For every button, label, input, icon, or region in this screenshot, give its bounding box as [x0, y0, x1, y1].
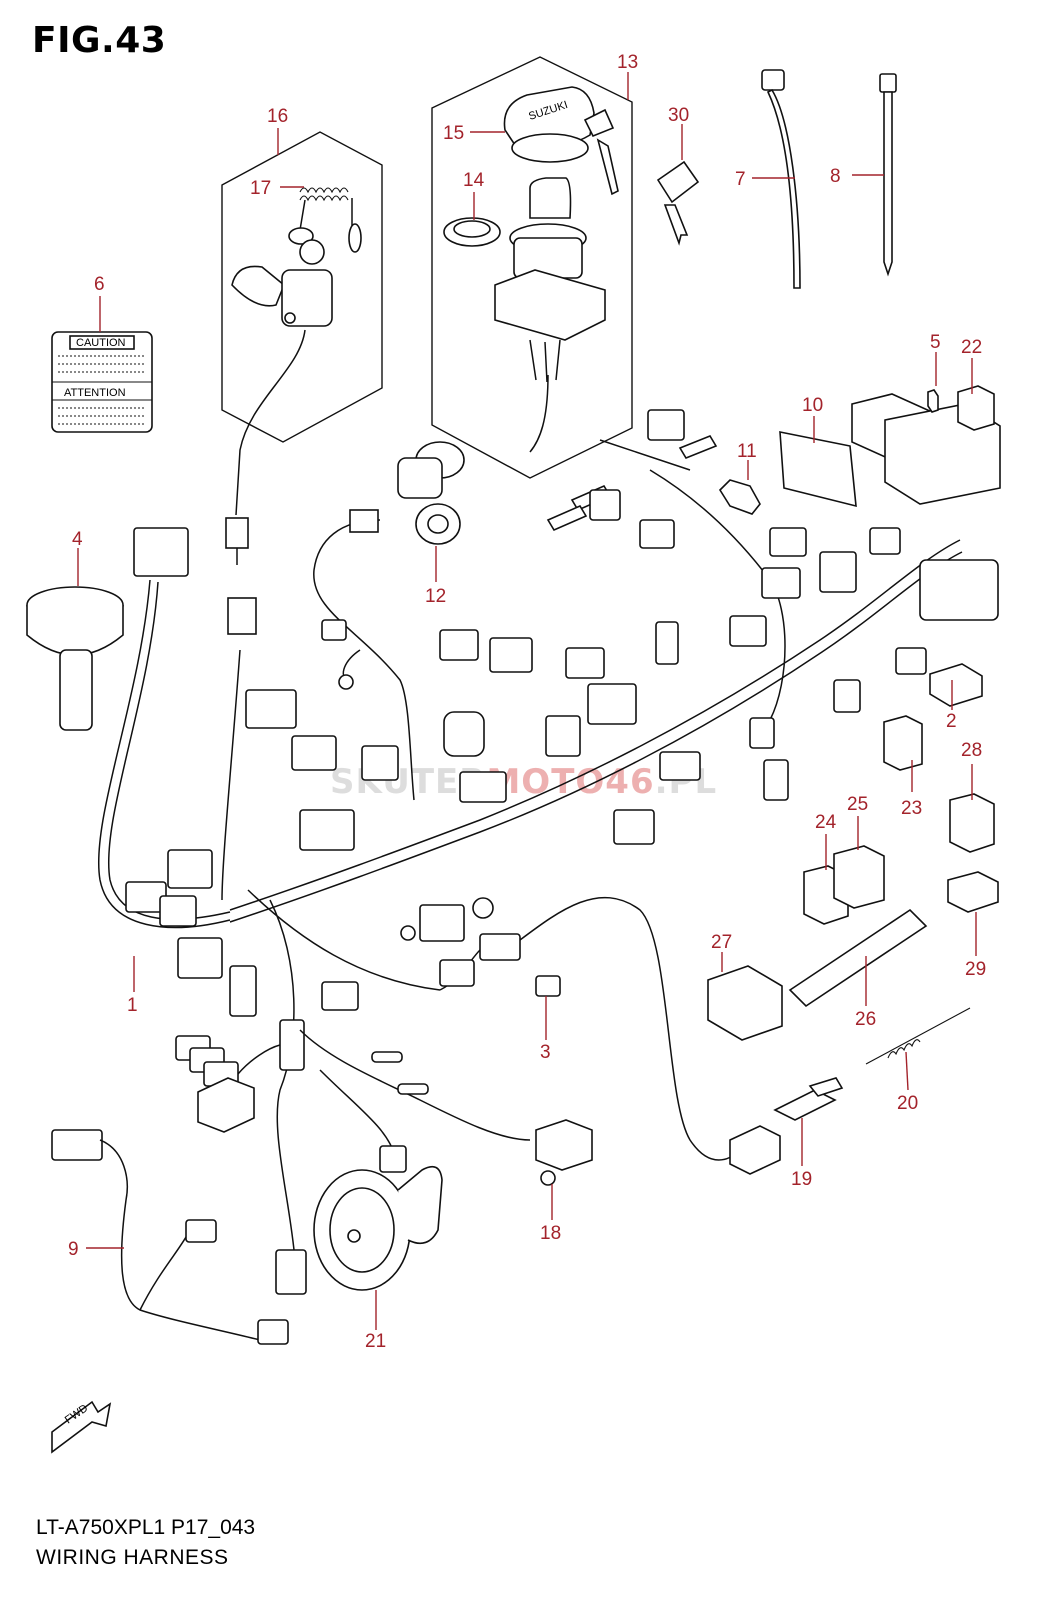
figure-code: LT-A750XPL1 P17_043	[36, 1516, 256, 1539]
leader-lines	[77, 72, 977, 1330]
callout-23: 23	[901, 798, 922, 819]
callout-8: 8	[830, 166, 841, 187]
callout-17: 17	[250, 178, 271, 199]
callout-24: 24	[815, 812, 837, 833]
callout-7: 7	[735, 169, 746, 190]
callout-4: 4	[72, 529, 83, 550]
callout-14: 14	[463, 170, 485, 191]
callout-29: 29	[965, 959, 986, 980]
group-16-box	[221, 131, 383, 565]
callout-26: 26	[855, 1009, 876, 1030]
callout-21: 21	[365, 1331, 386, 1352]
callout-27: 27	[711, 932, 732, 953]
decal-6: CAUTION ATTENTION	[51, 331, 153, 433]
parts-23-29	[707, 663, 999, 1041]
callout-19: 19	[791, 1169, 812, 1190]
callout-20: 20	[897, 1093, 918, 1114]
key-30	[656, 160, 700, 246]
callout-3: 3	[540, 1042, 551, 1063]
sensor-19	[729, 1077, 844, 1175]
fuse-box	[718, 385, 1001, 515]
callout-5: 5	[930, 332, 941, 353]
decal-attention-text: ATTENTION	[64, 387, 126, 399]
boot-4	[26, 586, 124, 731]
fwd-arrow: FWD	[51, 1400, 112, 1454]
callout-10: 10	[802, 395, 823, 416]
figure-name: WIRING HARNESS	[36, 1546, 229, 1569]
main-harness-1	[98, 409, 999, 1295]
group-13-box: SUZUKI	[431, 56, 633, 479]
callout-30: 30	[668, 105, 689, 126]
spring-20	[865, 1007, 971, 1065]
figure-title: FIG.43	[32, 20, 167, 61]
socket-12	[397, 441, 465, 545]
switch-18	[535, 1119, 593, 1186]
cable-tie-7	[761, 69, 801, 289]
callout-22: 22	[961, 337, 982, 358]
cable-tie-8	[879, 73, 897, 277]
callout-12: 12	[425, 586, 446, 607]
sub-harness-9	[51, 1129, 289, 1345]
callout-6: 6	[94, 274, 105, 295]
horn-21	[313, 1165, 443, 1291]
callout-1: 1	[127, 995, 138, 1016]
decal-caution-text: CAUTION	[76, 337, 126, 349]
callout-labels: 1 2 3 4 5 6 7 8 9 10 11 12 13 14 15 16 1…	[68, 52, 986, 1352]
callout-2: 2	[946, 711, 957, 732]
callout-16: 16	[267, 106, 288, 127]
callout-28: 28	[961, 740, 982, 761]
part-3	[535, 975, 561, 997]
watermark-part2: MOTO46	[486, 762, 655, 802]
callout-13: 13	[617, 52, 638, 73]
callout-11: 11	[737, 441, 757, 462]
callout-25: 25	[847, 794, 868, 815]
callout-9: 9	[68, 1239, 79, 1260]
callout-18: 18	[540, 1223, 561, 1244]
callout-15: 15	[443, 123, 464, 144]
